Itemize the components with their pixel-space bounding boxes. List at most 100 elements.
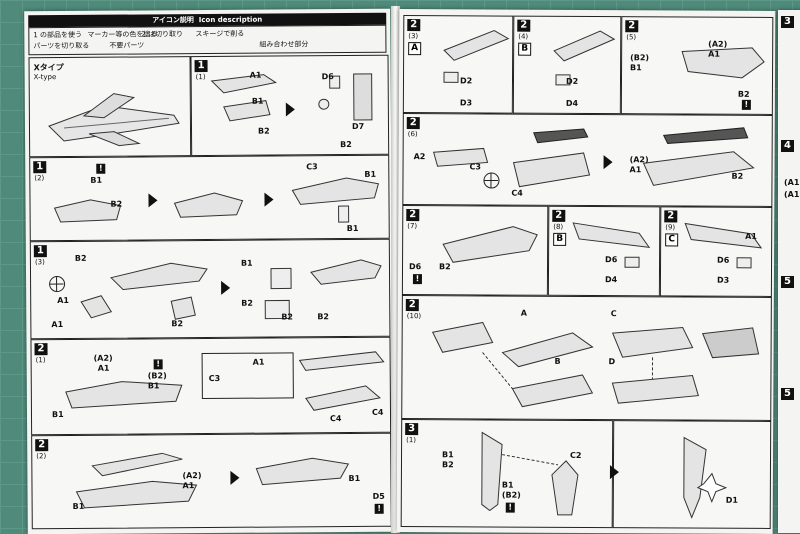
variant-label: A xyxy=(408,42,421,55)
step-number: 2 xyxy=(34,343,47,355)
step-panel-2-10: 2 (10) A B C D xyxy=(401,295,772,421)
caution-icon: ! xyxy=(154,359,163,369)
step-panel-2-7: 2 (7) D6 B2 ! xyxy=(402,205,548,296)
step-number: 2 xyxy=(406,209,419,221)
part-label: B2 xyxy=(731,172,743,181)
part-drawing xyxy=(252,448,352,499)
part-label: B1 xyxy=(442,450,454,459)
step-panel-2-3: 2 (3) A D2 D3 xyxy=(403,15,514,114)
part-drawing xyxy=(534,25,616,105)
step-number: 2 xyxy=(517,20,530,32)
step-panel-2-2: 2 (2) (A2) A1 B1 B1 D5 ! xyxy=(31,433,392,530)
xtype-title-en: X-type xyxy=(34,73,57,81)
step-sub: (10) xyxy=(407,312,421,320)
step-panel-2-9: 2 (9) C D6 D3 A1 xyxy=(660,206,772,297)
detail-box: C3 A1 xyxy=(202,352,294,399)
part-label: B2 xyxy=(281,312,293,321)
part-drawing xyxy=(654,427,745,523)
step-sub: (2) xyxy=(34,174,44,182)
part-label: A2 xyxy=(414,152,426,161)
part-label: D2 xyxy=(460,76,472,85)
step-sub: (5) xyxy=(626,33,636,41)
ship-illustration xyxy=(44,85,184,150)
step-panel-2-1: 2 (1) (A2) A1 (B2) B1 B1 ! C3 A1 C4 C4 xyxy=(30,337,391,436)
next-arrow-icon xyxy=(148,193,157,207)
step-panel-3-1-result: D1 xyxy=(613,420,772,529)
part-label: D6 xyxy=(409,262,421,271)
step-panel-3-1: 3 (1) B1 B2 C2 B1 (B2) ! xyxy=(401,419,614,528)
step-sub: (9) xyxy=(665,223,675,231)
part-label: B2 xyxy=(171,319,183,328)
part-drawing xyxy=(304,66,385,147)
variant-label: C xyxy=(665,233,678,246)
part-label: B2 xyxy=(439,262,451,271)
xtype-title-jp: Xタイプ xyxy=(34,62,64,73)
part-label: B1 xyxy=(241,259,253,268)
part-label: B2 xyxy=(110,200,122,209)
part-label: C4 xyxy=(511,189,522,198)
part-label: B1 xyxy=(364,170,376,179)
part-drawing xyxy=(71,251,212,332)
part-label: D6 xyxy=(605,255,617,264)
step-number: 1 xyxy=(33,161,46,173)
next-arrow-icon xyxy=(230,471,239,485)
step-number: 2 xyxy=(407,19,420,31)
part-drawing xyxy=(50,188,130,233)
caution-icon: ! xyxy=(413,274,422,284)
part-label: A1 xyxy=(708,50,720,59)
part-label: A1 xyxy=(745,232,757,241)
part-label: B1 xyxy=(52,410,64,419)
part-label: B1 xyxy=(630,63,642,72)
variant-label: B xyxy=(553,233,566,246)
step-panel-2-6: 2 (6) A2 C3 C4 (A2) A1 B2 xyxy=(402,113,772,207)
part-label: D3 xyxy=(717,276,729,285)
step-panel-1-1: 1 (1) A1 B1 B2 D6 D7 B2 xyxy=(190,55,389,156)
part-label: D5 xyxy=(373,492,385,501)
step-sub: (8) xyxy=(553,223,563,231)
caution-icon: ! xyxy=(96,164,105,174)
part-drawing xyxy=(62,361,192,422)
part-label: (A2) xyxy=(708,40,727,49)
header-title-en: Icon description xyxy=(199,16,263,24)
rotate-icon xyxy=(483,172,499,188)
part-label: C3 xyxy=(209,374,221,383)
part-label: (A2) xyxy=(182,471,201,480)
part-label: C4 xyxy=(330,414,342,423)
step-number: 3 xyxy=(781,16,794,28)
legend-item: 1 の部品を使う xyxy=(33,30,82,40)
rotate-icon xyxy=(49,276,65,292)
icon-legend: 1 の部品を使う マーカー等の色を塗る 2 は切り取り スキージで削る パーツを… xyxy=(28,25,386,55)
step-number: 2 xyxy=(407,117,420,129)
step-sub: (2) xyxy=(36,452,46,460)
step-sub: (1) xyxy=(406,436,416,444)
part-drawing xyxy=(170,181,250,228)
part-label: B2 xyxy=(738,90,750,99)
part-label: C3 xyxy=(306,162,318,171)
part-drawing xyxy=(241,248,386,333)
part-label: A1 xyxy=(57,296,69,305)
left-page: アイコン説明 Icon description 1 の部品を使う マーカー等の色… xyxy=(24,9,394,534)
part-label: B2 xyxy=(340,140,352,149)
part-label: A1 xyxy=(253,358,265,367)
step-number: 5 xyxy=(781,388,794,400)
legend-item: スキージで削る xyxy=(195,29,244,39)
part-label: C2 xyxy=(570,451,581,460)
part-label: (B2) xyxy=(630,53,649,62)
xtype-panel: Xタイプ X-type xyxy=(28,56,191,157)
step-number: 2 xyxy=(664,210,677,222)
part-label: D6 xyxy=(717,256,729,265)
next-arrow-icon xyxy=(221,281,230,295)
next-arrow-icon xyxy=(610,465,619,479)
part-drawing xyxy=(423,122,593,203)
header-title-jp: アイコン説明 xyxy=(152,16,194,24)
part-label: A1 xyxy=(51,320,63,329)
part-label: D4 xyxy=(605,275,617,284)
caution-icon: ! xyxy=(742,100,751,110)
variant-label: B xyxy=(518,43,531,56)
step-number: 4 xyxy=(781,140,794,152)
part-label: A1 xyxy=(98,364,110,373)
step-sub: (7) xyxy=(407,222,417,230)
part-label: C3 xyxy=(470,162,481,171)
legend-item: パーツを切り取る xyxy=(33,41,89,51)
legend-item: 不要パーツ xyxy=(109,40,144,50)
